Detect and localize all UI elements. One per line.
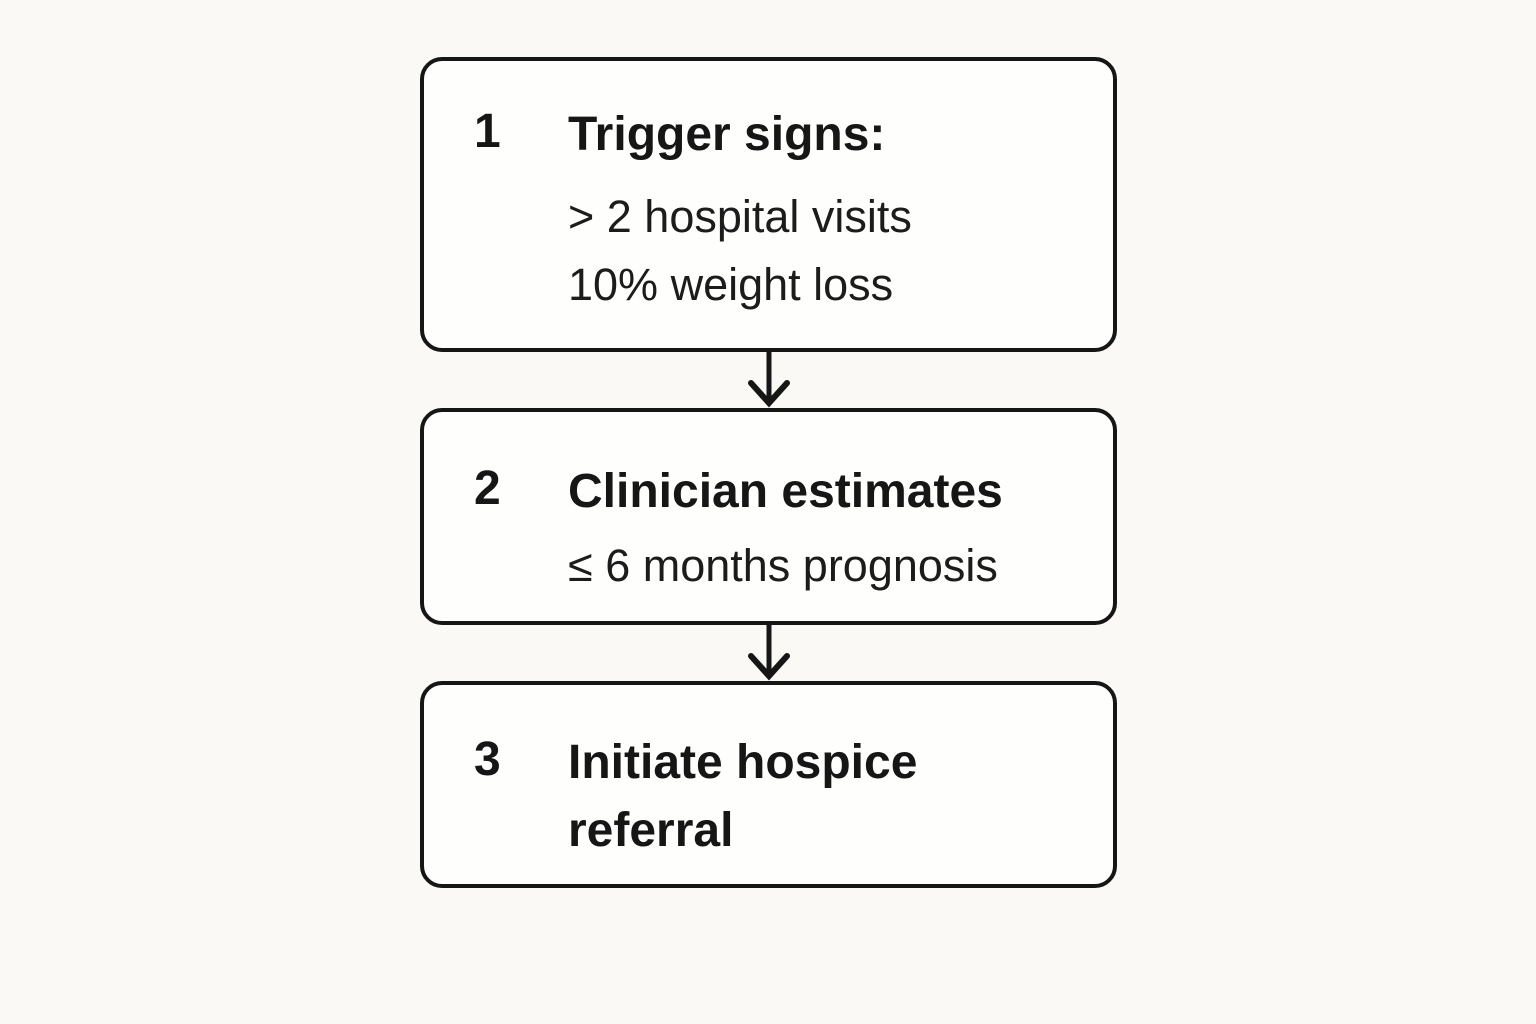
step-content: Trigger signs: > 2 hospital visits 10% w… — [568, 101, 912, 318]
down-arrow-icon — [737, 625, 801, 681]
flow-step-clinician-estimates: 2 Clinician estimates ≤ 6 months prognos… — [420, 408, 1117, 625]
step-detail-line: 10% weight loss — [568, 258, 894, 310]
step-title: Trigger signs: — [568, 108, 886, 161]
hospice-referral-flowchart: 1 Trigger signs: > 2 hospital visits 10%… — [420, 57, 1117, 888]
step-title: Clinician estimates — [568, 465, 1003, 518]
step-number: 2 — [474, 462, 501, 515]
step-content: Initiate hospice referral — [568, 729, 1048, 865]
step-title: Initiate hospice referral — [568, 736, 918, 858]
step-detail-line: ≤ 6 months prognosis — [568, 540, 998, 592]
step-number: 3 — [474, 733, 501, 786]
step-detail-line: > 2 hospital visits — [568, 191, 912, 243]
flow-step-trigger-signs: 1 Trigger signs: > 2 hospital visits 10%… — [420, 57, 1117, 352]
step-content: Clinician estimates ≤ 6 months prognosis — [568, 458, 1003, 600]
flow-step-initiate-hospice-referral: 3 Initiate hospice referral — [420, 681, 1117, 888]
down-arrow-icon — [737, 352, 801, 408]
step-number: 1 — [474, 105, 501, 158]
